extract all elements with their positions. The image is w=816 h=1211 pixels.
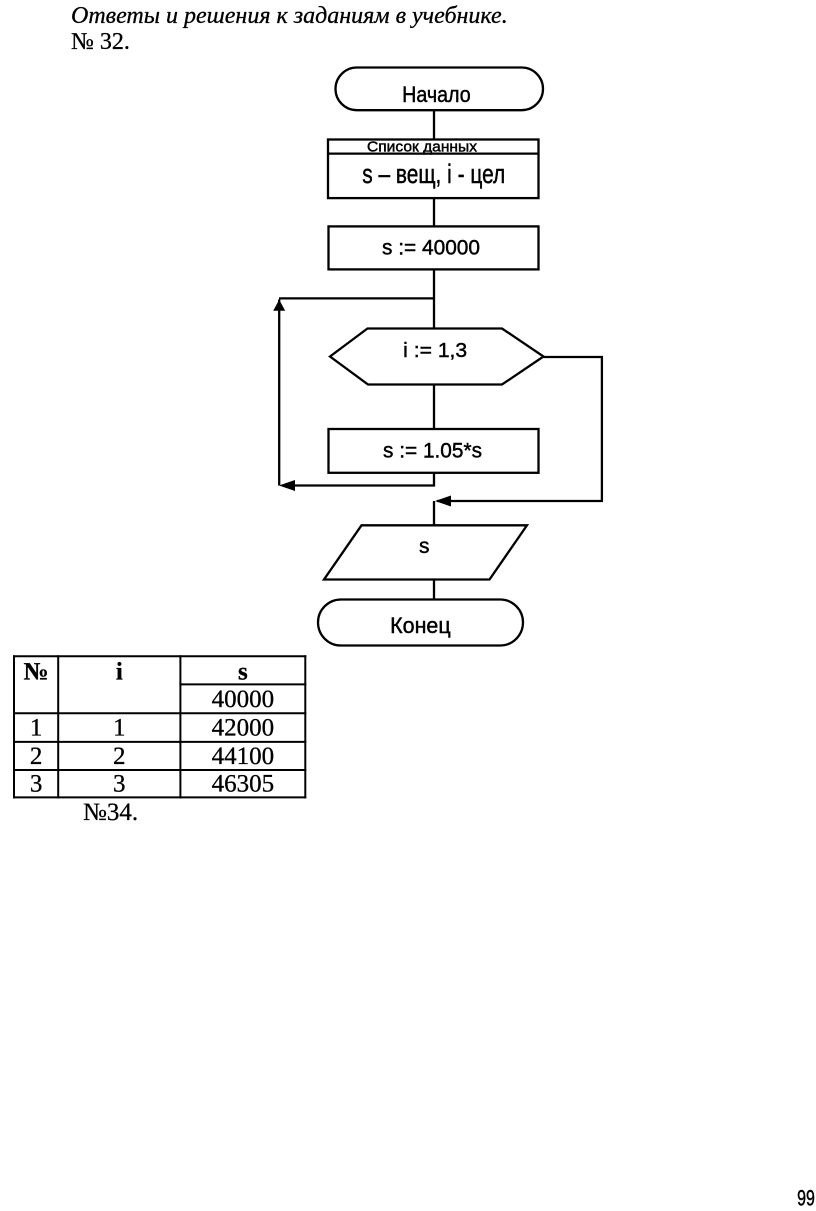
- svg-text:i: i: [116, 659, 123, 686]
- svg-text:44100: 44100: [212, 743, 275, 770]
- svg-text:Конец: Конец: [390, 613, 451, 638]
- svg-text:2: 2: [113, 743, 126, 770]
- svg-text:s: s: [238, 659, 248, 686]
- svg-text:2: 2: [30, 743, 43, 770]
- svg-text:40000: 40000: [212, 686, 275, 713]
- svg-text:s: s: [419, 535, 430, 558]
- svg-text:s := 1.05*s: s := 1.05*s: [383, 439, 482, 462]
- svg-text:i := 1,3: i := 1,3: [403, 339, 467, 362]
- svg-text:3: 3: [30, 771, 43, 798]
- svg-text:s := 40000: s := 40000: [382, 237, 480, 260]
- svg-text:№: №: [24, 659, 49, 686]
- svg-text:Список данных: Список данных: [367, 140, 478, 156]
- svg-text:42000: 42000: [212, 715, 275, 742]
- svg-text:1: 1: [113, 715, 126, 742]
- svg-text:1: 1: [30, 715, 43, 742]
- svg-text:s – вещ, i - цел: s – вещ, i - цел: [362, 159, 505, 189]
- svg-text:3: 3: [113, 771, 126, 798]
- svg-text:46305: 46305: [212, 771, 275, 798]
- svg-text:Начало: Начало: [402, 82, 471, 107]
- svg-text:99: 99: [797, 1186, 815, 1211]
